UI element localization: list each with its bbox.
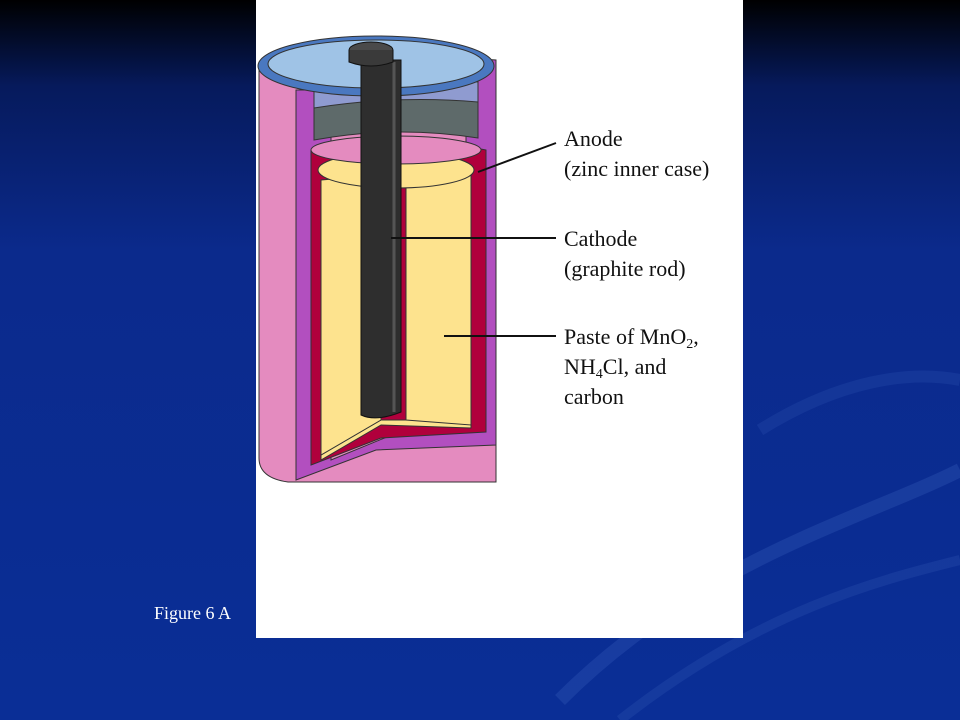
dry-cell-cutaway-diagram	[257, 35, 557, 483]
anode-label-line1: Anode	[564, 126, 623, 151]
figure-caption: Figure 6 A	[154, 603, 232, 623]
anode-pointer-line	[477, 142, 557, 173]
graphite-rod	[360, 59, 402, 419]
paste-label-line3: carbon	[564, 384, 624, 409]
paste-label-line1: Paste of MnO2,	[564, 322, 699, 352]
paste-right-face	[405, 169, 472, 426]
paste-line2-sub: 4	[595, 367, 603, 382]
paste-line1-sub: 2	[686, 337, 694, 352]
cathode-label: Cathode (graphite rod)	[564, 224, 686, 284]
anode-label-line2: (zinc inner case)	[564, 156, 710, 181]
paste-label-line2: NH4Cl, and	[564, 352, 699, 382]
paste-line2-tail: Cl, and	[602, 354, 667, 379]
paste-line2-text: NH	[564, 354, 596, 379]
paste-line1-text: Paste of MnO	[564, 324, 687, 349]
battery-figure: Anode (zinc inner case) Cathode (graphit…	[256, 0, 743, 638]
paste-line1-tail: ,	[693, 324, 699, 349]
terminal-neck	[348, 50, 394, 67]
anode-label: Anode (zinc inner case)	[564, 124, 709, 184]
cathode-label-line2: (graphite rod)	[564, 256, 686, 281]
cathode-label-line1: Cathode	[564, 226, 638, 251]
paste-label: Paste of MnO2, NH4Cl, and carbon	[564, 322, 699, 412]
